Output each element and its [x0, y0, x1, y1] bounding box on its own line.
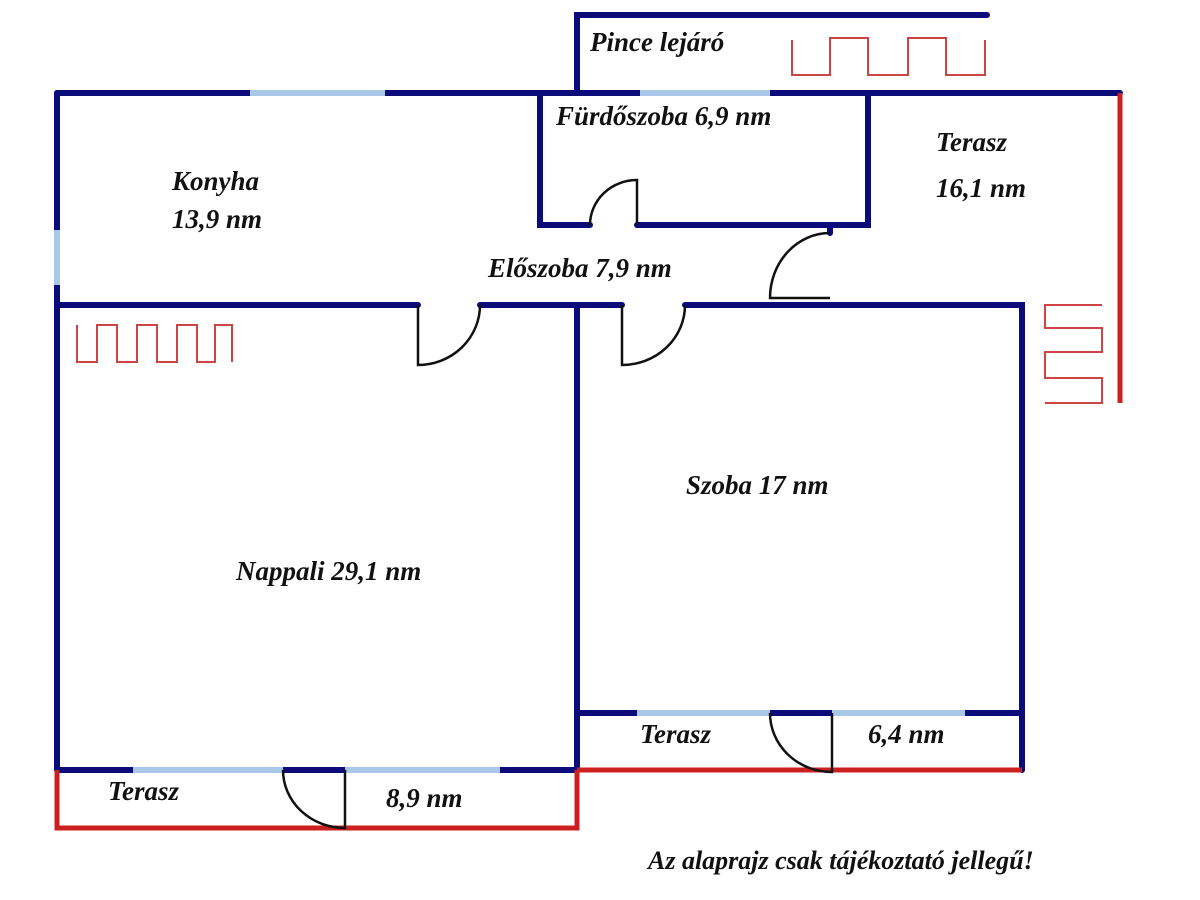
- radiator-nappali: [76, 324, 233, 363]
- room-label-terasz-bottom: Terasz: [108, 776, 180, 806]
- disclaimer-note: Az alaprajz csak tájékoztató jellegű!: [648, 846, 1034, 875]
- radiators: [76, 37, 1103, 404]
- room-label-eloszoba: Előszoba 7,9 nm: [488, 253, 672, 283]
- room-area-konyha: 13,9 nm: [172, 204, 263, 234]
- room-area-terasz-mid: 6,4 nm: [868, 719, 945, 749]
- room-label-terasz-right: Terasz: [936, 127, 1008, 157]
- room-label-nappali: Nappali 29,1 nm: [236, 556, 422, 586]
- room-label-pince: Pince lejáró: [590, 27, 725, 57]
- terrace-railings: [54, 93, 1123, 831]
- room-area-terasz-bottom: 8,9 nm: [386, 783, 463, 813]
- windows: [54, 90, 965, 773]
- radiator-terasz: [1044, 304, 1103, 404]
- room-label-szoba: Szoba 17 nm: [686, 470, 829, 500]
- doors: [281, 178, 834, 830]
- room-label-konyha: Konyha: [172, 166, 260, 196]
- room-label-terasz-mid: Terasz: [640, 719, 712, 749]
- room-area-terasz-right: 16,1 nm: [936, 173, 1027, 203]
- room-label-furdoszoba: Fürdőszoba 6,9 nm: [556, 101, 772, 131]
- radiator-pince: [791, 37, 986, 76]
